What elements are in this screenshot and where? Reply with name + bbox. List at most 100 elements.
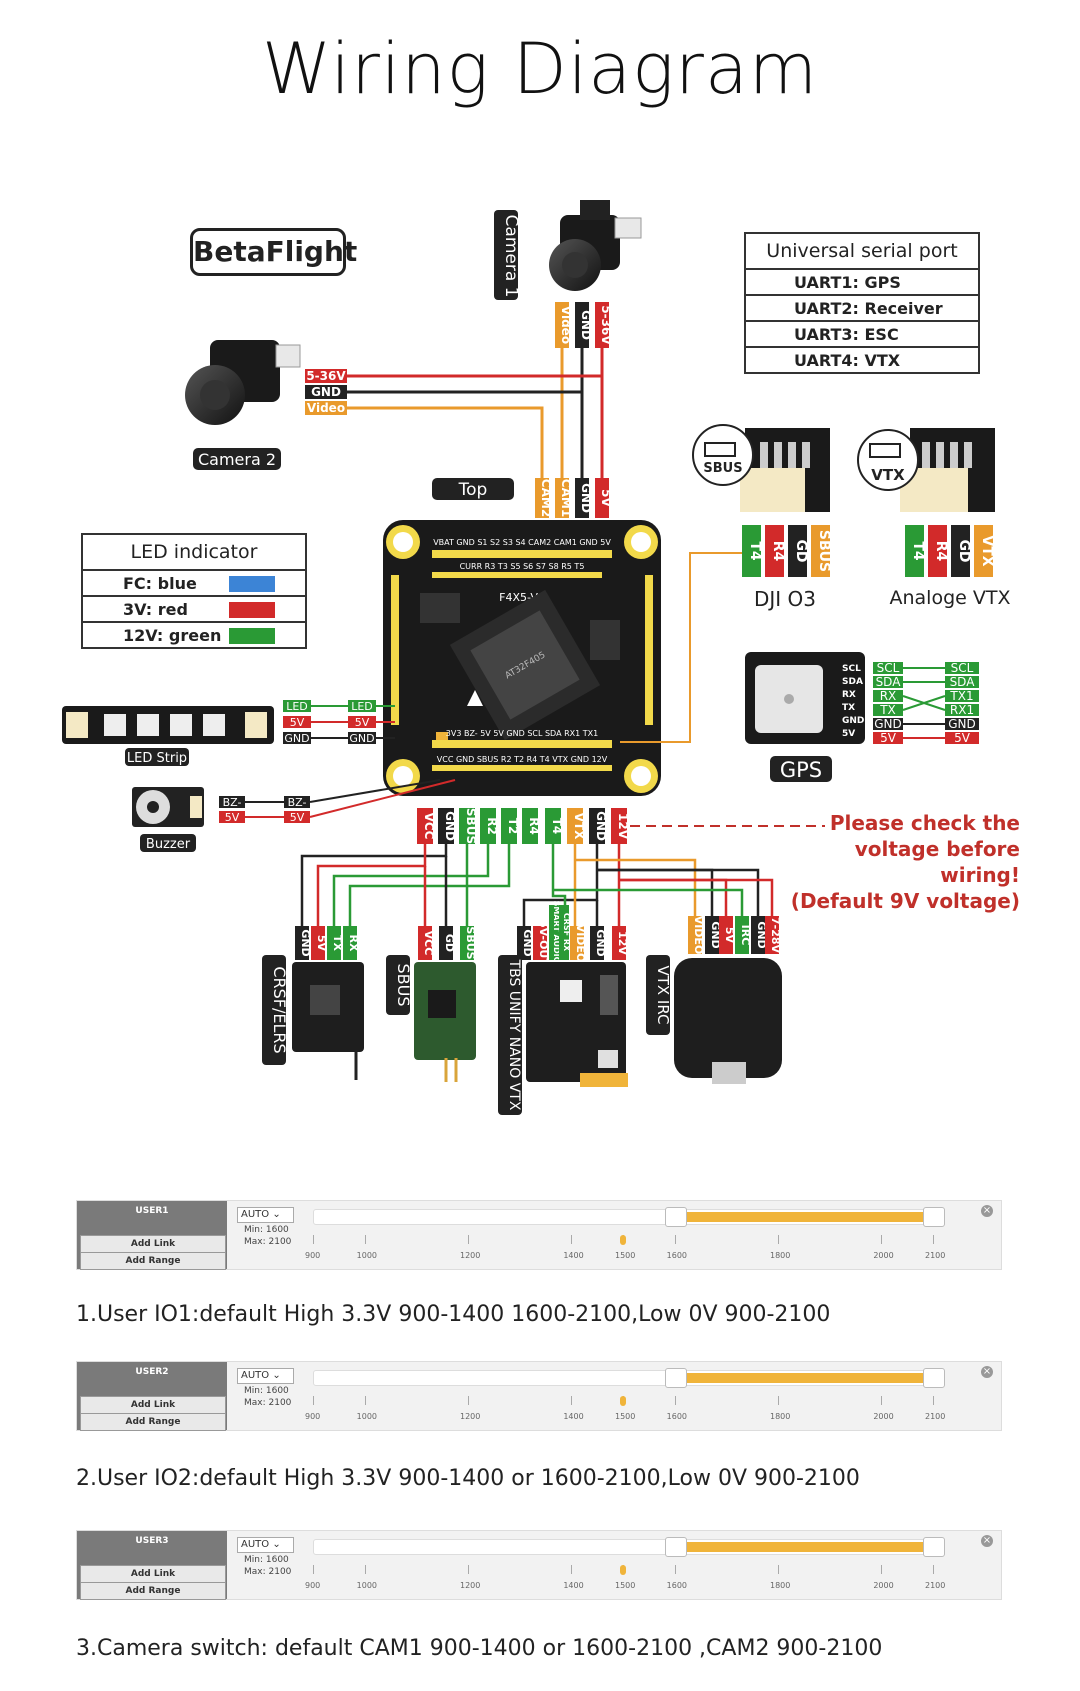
slider-tick-label: 1000	[356, 1251, 378, 1260]
range-handle-max[interactable]	[923, 1207, 945, 1227]
svg-text:TX1: TX1	[949, 689, 973, 703]
slider-tick-label: 1800	[770, 1581, 791, 1590]
svg-text:SBUS: SBUS	[394, 964, 413, 1007]
slider-tick-label: 2100	[925, 1412, 946, 1421]
slider-tick-label: 1000	[356, 1581, 378, 1590]
slider-tick-mark	[881, 1235, 883, 1244]
camera2-wire-labels: 5-36V GND Video	[305, 369, 347, 415]
led-row-label: 3V: red	[123, 599, 188, 619]
user2-panel: USER2 Add Link Add Range AUTO ⌄ Min: 160…	[76, 1361, 1002, 1431]
svg-text:T4: T4	[910, 541, 926, 561]
vtx-irc-label: VTX IRC	[646, 955, 672, 1035]
svg-text:GND: GND	[948, 717, 976, 731]
gps-label: GPS	[770, 756, 832, 782]
svg-text:Buzzer: Buzzer	[146, 837, 191, 852]
svg-text:5V: 5V	[290, 811, 305, 824]
mode-select[interactable]: AUTO ⌄	[237, 1537, 294, 1553]
panel-sidebar: USER2 Add Link Add Range	[77, 1362, 227, 1431]
svg-text:SDA: SDA	[842, 677, 863, 687]
slider-tick-label: 1200	[460, 1581, 481, 1590]
slider-tick-label: 1500	[615, 1412, 636, 1421]
wire-label: 5-36V	[599, 305, 613, 345]
slider-tick-mark	[933, 1396, 934, 1405]
close-icon[interactable]: ×	[981, 1366, 993, 1378]
slider-tick-mark	[364, 1565, 366, 1574]
max-readout: Max: 2100	[244, 1567, 292, 1577]
crsf-elrs-receiver	[292, 962, 364, 1080]
wire-label: 5-36V	[306, 369, 346, 383]
page-title: Wiring Diagram	[261, 28, 819, 110]
range-handle-min[interactable]	[664, 1368, 687, 1388]
slider-tick-mark	[468, 1565, 469, 1574]
slider-tick-mark	[674, 1235, 676, 1244]
svg-text:RX1: RX1	[950, 703, 974, 717]
slider-tick-mark	[933, 1565, 934, 1574]
camera1-label-box: Camera 1	[494, 210, 521, 300]
analog-vtx-label: VTX	[871, 466, 905, 484]
slider-tick-mark	[881, 1396, 883, 1405]
slider-tick-label: 1600	[666, 1251, 688, 1260]
user1-panel: USER1 Add Link Add Range AUTO ⌄ Min: 160…	[76, 1200, 1002, 1270]
wire-label: Video	[559, 306, 573, 344]
slider-tick-mark	[778, 1235, 779, 1244]
panel-tag: USER3	[135, 1536, 169, 1546]
slider-tick-mark	[468, 1396, 469, 1405]
svg-text:GND: GND	[443, 811, 457, 841]
add-link-button[interactable]: Add Link	[80, 1565, 226, 1583]
svg-text:GND: GND	[709, 921, 722, 948]
svg-text:SDA: SDA	[950, 675, 976, 689]
wire-label: GND	[579, 483, 593, 513]
svg-text:VCC: VCC	[422, 813, 436, 840]
led-row-label: FC: blue	[123, 573, 197, 593]
vtx-irc-board	[674, 958, 782, 1084]
svg-text:GND: GND	[594, 811, 608, 841]
buzzer-wire-labels: BZ- 5V BZ- 5V	[219, 796, 310, 824]
svg-text:5V-OUT: 5V-OUT	[537, 920, 550, 966]
close-icon[interactable]: ×	[981, 1205, 993, 1217]
min-readout: Min: 1600	[244, 1555, 289, 1565]
wire-label: GND	[579, 310, 593, 340]
dji-sbus-label: SBUS	[703, 461, 742, 476]
svg-text:SCL: SCL	[951, 661, 974, 675]
svg-text:LED: LED	[286, 700, 308, 713]
svg-text:BZ-: BZ-	[223, 796, 242, 809]
range-handle-max[interactable]	[923, 1368, 945, 1388]
svg-text:VTX IRC: VTX IRC	[654, 965, 672, 1024]
slider-tick-label: 1200	[460, 1412, 481, 1421]
range-handle-min[interactable]	[664, 1537, 687, 1557]
svg-text:GND: GND	[299, 929, 312, 956]
camera1-wire-labels: Video GND 5-36V	[555, 302, 613, 348]
fc-top-wire-labels: CAM2 CAM1 GND 5V	[535, 478, 613, 518]
slider-tick-label: 1500	[615, 1251, 636, 1260]
slider-tick-mark	[571, 1235, 573, 1244]
add-range-button[interactable]: Add Range	[80, 1582, 226, 1600]
warning-line: Please check the	[829, 811, 1020, 835]
serial-row: UART4: VTX	[744, 346, 980, 374]
add-range-button[interactable]: Add Range	[80, 1252, 226, 1270]
svg-text:GND: GND	[594, 929, 607, 956]
mode-select[interactable]: AUTO ⌄	[237, 1368, 294, 1384]
range-handle-max[interactable]	[923, 1537, 945, 1557]
add-range-button[interactable]: Add Range	[80, 1413, 226, 1431]
serial-row: UART2: Receiver	[744, 294, 980, 322]
svg-text:GD: GD	[443, 934, 456, 952]
slider-tick-label: 1500	[615, 1581, 636, 1590]
add-link-button[interactable]: Add Link	[80, 1396, 226, 1414]
crsf-elrs-label: CRSF/ELRS	[262, 955, 289, 1065]
svg-text:T4: T4	[550, 818, 564, 835]
close-icon[interactable]: ×	[981, 1535, 993, 1547]
camera1-icon	[549, 200, 642, 291]
min-readout: Min: 1600	[244, 1225, 289, 1235]
add-link-button[interactable]: Add Link	[80, 1235, 226, 1253]
mode-select[interactable]: AUTO ⌄	[237, 1207, 294, 1223]
slider-tick-label: 2100	[925, 1251, 946, 1260]
slider-tick-mark	[313, 1396, 314, 1405]
range-handle-min[interactable]	[664, 1207, 687, 1227]
mode-value: AUTO	[241, 1209, 270, 1220]
slider-tick-label: 1800	[770, 1251, 791, 1260]
voltage-warning: Please check the voltage before wiring! …	[772, 810, 1020, 914]
peripheral-pin-labels: GND 5V TX RX VCC GD SBUS GND 5V-OUT SMAR…	[295, 901, 782, 966]
slider-tick-mark	[674, 1565, 676, 1574]
svg-text:VTX: VTX	[979, 535, 995, 566]
